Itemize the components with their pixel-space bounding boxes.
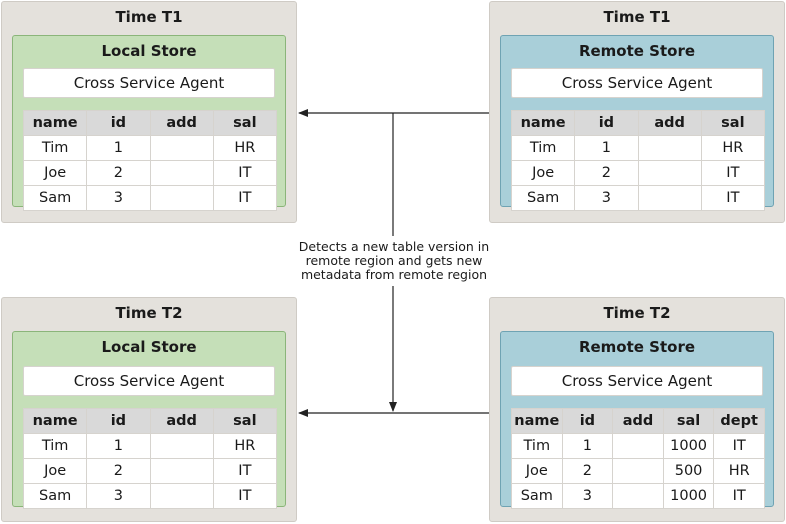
table-cell: IT [212,483,278,509]
column-header: id [86,110,151,136]
table-cell [149,185,214,211]
panel-title: Time T1 [603,8,671,26]
column-header: sal [700,110,766,136]
store-title: Local Store [101,42,197,60]
cross-service-agent: Cross Service Agent [23,366,275,396]
table-cell: 2 [86,160,151,186]
table-cell [149,483,214,509]
table-cell: IT [212,458,278,484]
table-cell: 1 [86,433,151,459]
table-cell: 3 [86,185,151,211]
column-header: id [574,110,639,136]
cross-service-agent: Cross Service Agent [511,68,763,98]
table-cell: 1000 [662,483,715,509]
table-cell [637,185,702,211]
table-cell: 3 [86,483,151,509]
column-header: name [511,408,563,434]
store-title: Local Store [101,338,197,356]
table-cell: Sam [22,185,88,211]
column-header: sal [212,408,278,434]
column-header: name [22,408,88,434]
table-cell [149,160,214,186]
table-cell: Tim [22,135,88,161]
column-header: id [561,408,614,434]
column-header: sal [662,408,715,434]
table-cell: IT [700,160,766,186]
column-header: dept [713,408,765,434]
store-title: Remote Store [578,42,696,60]
table-cell: HR [713,458,765,484]
panel-t2-remote: Time T2 Remote Store Cross Service Agent… [489,297,785,522]
column-header: add [149,110,214,136]
table-cell: IT [212,160,278,186]
caption-line: remote region and gets new [305,253,483,268]
table-cell: Sam [22,483,88,509]
table-cell: 500 [662,458,715,484]
caption-line: Detects a new table version in [298,239,490,254]
caption-line: metadata from remote region [300,267,488,282]
table-cell: 1000 [662,433,715,459]
table-cell [612,483,664,509]
cross-service-agent: Cross Service Agent [23,68,275,98]
table-cell: 3 [574,185,639,211]
table-cell: IT [212,185,278,211]
panel-title: Time T1 [115,8,183,26]
column-header: name [510,110,576,136]
column-header: add [149,408,214,434]
table-cell: IT [700,185,766,211]
panel-title: Time T2 [115,304,183,322]
table-cell: 1 [574,135,639,161]
column-header: add [637,110,702,136]
table-cell: Tim [511,433,563,459]
table-cell: 2 [86,458,151,484]
table-cell [612,433,664,459]
table-cell: Joe [22,160,88,186]
table-cell: Sam [510,185,576,211]
table-cell [637,135,702,161]
table-cell: Sam [511,483,563,509]
table-cell: 3 [561,483,614,509]
table-cell: IT [713,483,765,509]
panel-title: Time T2 [603,304,671,322]
table-cell: HR [212,135,278,161]
connector-caption: Detects a new table version in remote re… [294,240,494,282]
panel-t1-local: Time T1 Local Store Cross Service Agent … [1,1,297,223]
panel-t1-remote: Time T1 Remote Store Cross Service Agent… [489,1,785,223]
table-cell: HR [700,135,766,161]
column-header: sal [212,110,278,136]
panel-t2-local: Time T2 Local Store Cross Service Agent … [1,297,297,522]
cross-service-agent: Cross Service Agent [511,366,763,396]
store-title: Remote Store [578,338,696,356]
